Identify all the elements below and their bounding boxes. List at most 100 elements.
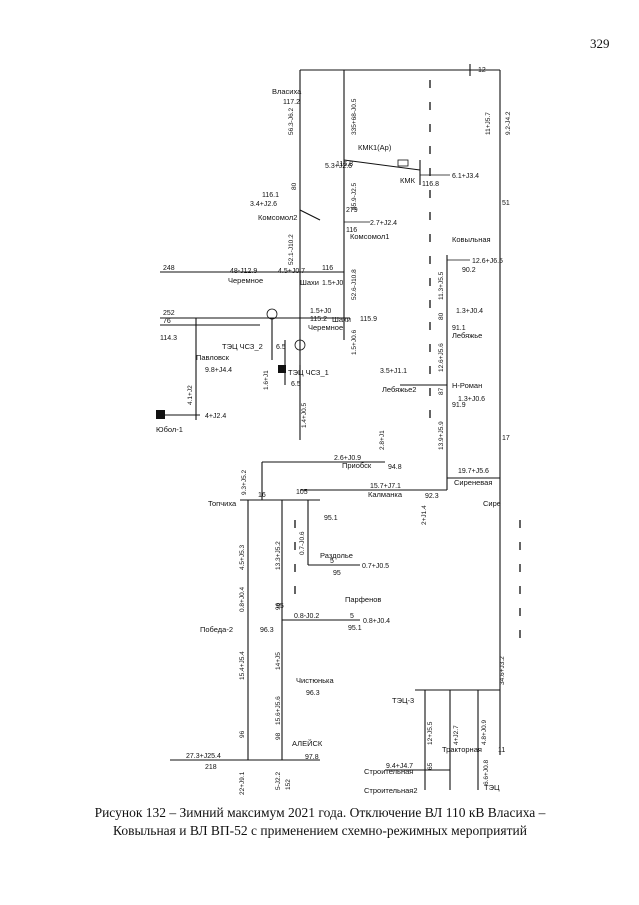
line-flow-labels: 56.3-J6.2 335+68-J0.5 55.9-J2.5 52.1-J10…: [187, 98, 512, 795]
voltage-label: 92.3: [425, 493, 439, 500]
misc-label: 105: [296, 489, 308, 496]
voltage-label: 218: [205, 764, 217, 771]
misc-label: 279: [346, 207, 358, 214]
load-label: 3.5+J1.1: [380, 368, 407, 375]
load-label: 12.6+J6.5: [472, 258, 503, 265]
load-label: 4+J2.4: [205, 413, 226, 420]
misc-label: 96: [239, 730, 246, 738]
station-label: Комсомол2: [258, 213, 297, 222]
flow-label: 56.3-J6.2: [288, 108, 295, 135]
load-label: 9.4+J4.7: [386, 763, 413, 770]
voltage-label: 91.9: [452, 402, 466, 409]
voltage-label: 115.9: [360, 316, 377, 323]
komsomol-branch: [299, 209, 321, 221]
station-label: КМК1(Ар): [358, 143, 392, 152]
flow-label: 9.3+J5.2: [241, 469, 248, 495]
station-label: ТЭЦ: [484, 783, 500, 792]
voltage-label: 96.3: [306, 690, 320, 697]
caption-line-1: Рисунок 132 – Зимний максимум 2021 года.…: [94, 805, 546, 820]
flow-label: 4+J2.7: [453, 725, 460, 745]
station-label: Юбол-1: [156, 425, 183, 434]
flow-label: 4.1+J2: [187, 385, 194, 405]
voltage-label: 116.8: [422, 181, 439, 188]
station-label: Раздолье: [320, 551, 353, 560]
misc-label: 65: [427, 762, 434, 770]
voltage-label: 95: [333, 570, 341, 577]
flow-label: 12.6+J5.6: [438, 343, 445, 372]
load-label: 6.1+J3.4: [452, 173, 479, 180]
station-label: АЛЕЙСК: [292, 739, 323, 748]
flow-label: 15.6+J5.6: [275, 696, 282, 725]
figure-caption: Рисунок 132 – Зимний максимум 2021 года.…: [40, 804, 600, 840]
flow-label: 6.6+J0.8: [483, 759, 490, 785]
flow-label: 0.7-J0.6: [299, 531, 306, 555]
flow-label: 52.1-J10.2: [288, 234, 295, 265]
load-label: 9.8+J4.4: [205, 367, 232, 374]
station-label: Калманка: [368, 490, 403, 499]
station-label: Победа-2: [200, 625, 233, 634]
station-label: ТЭЦ-3: [392, 696, 414, 705]
flow-label: 11+J5.7: [485, 112, 492, 135]
voltage-label: 6.5: [276, 344, 286, 351]
misc-label: 5: [330, 558, 334, 565]
voltage-label: 6.5: [291, 381, 301, 388]
flow-label: 1.5+J0.6: [351, 329, 358, 355]
kmk-branch: [343, 159, 421, 171]
flow-label: 13.9+J5.9: [438, 421, 445, 450]
station-label: Тракторная: [442, 745, 482, 754]
misc-label: 96: [275, 602, 282, 610]
voltage-label: 90.2: [462, 267, 476, 274]
misc-label: 11: [498, 747, 505, 754]
transformer-icon: [294, 339, 306, 351]
station-labels: Власиха 117.2 КМК1(Ар) КМК 116.8 116.8 5…: [156, 67, 510, 795]
load-label: 0.8-J0.2: [294, 613, 319, 620]
transformer-icon: [266, 308, 278, 320]
tets-chs3-1-generator: [278, 365, 286, 373]
load-label: 1.5+J0: [310, 308, 331, 315]
load-label: 1.3+J0.4: [456, 308, 483, 315]
load-label: 4.5+J0.7: [278, 268, 305, 275]
flow-label: 22+J9.1: [239, 771, 246, 795]
flow-label: 52.6-J10.8: [351, 269, 358, 300]
network-diagram: Власиха 117.2 КМК1(Ар) КМК 116.8 116.8 5…: [156, 64, 521, 795]
voltage-label: 117.2: [283, 99, 300, 106]
voltage-label: 116: [346, 227, 357, 234]
flow-label: 2.8+J1: [379, 430, 386, 450]
misc-label: 95: [276, 603, 284, 610]
load-label: 1.5+J0: [322, 280, 343, 287]
station-label: Н-Роман: [452, 381, 482, 390]
voltage-label: 115.2: [310, 316, 327, 323]
flow-label: 4.8+J0.9: [481, 719, 488, 745]
station-label: Шахи: [332, 315, 351, 324]
station-label: Лебяжье2: [382, 385, 416, 394]
station-label: Сиреневая: [454, 478, 492, 487]
flow-label: 34.6+J3.2: [499, 656, 506, 685]
station-label: Строительная: [364, 767, 413, 776]
load-label: 0.8+J0.4: [363, 618, 390, 625]
flow-label: 14+J5: [275, 652, 282, 670]
load-label: 3.4+J2.6: [250, 201, 277, 208]
misc-label: 76: [163, 318, 171, 325]
misc-label: 17: [502, 435, 510, 442]
kmk-reactor-icon: [397, 159, 409, 167]
station-label: Сире: [483, 499, 501, 508]
flow-label: 0.8+J0.4: [239, 586, 246, 612]
flow-label: 1.4+J0.5: [301, 402, 308, 428]
station-label: Лебяжье: [452, 331, 482, 340]
voltage-label: 114.3: [160, 335, 177, 342]
flow-label: 5-J2.2: [275, 772, 282, 790]
misc-label: 80: [438, 312, 445, 320]
flow-label: 4.5+J5.3: [239, 544, 246, 570]
station-label: ТЭЦ ЧСЗ_2: [222, 342, 263, 351]
voltage-label: 96.3: [260, 627, 274, 634]
station-label: Парфенов: [345, 595, 381, 604]
flow-label: 335+68-J0.5: [351, 98, 358, 135]
station-label: Комсомол1: [350, 232, 389, 241]
station-label: Строительная2: [364, 786, 418, 795]
misc-label: 5: [350, 613, 354, 620]
flow-label: 9.2-J4.2: [505, 111, 512, 135]
station-label: Ковыльная: [452, 235, 491, 244]
load-label: 1.3+J0.6: [458, 396, 485, 403]
flow-label: 2+J1.4: [421, 505, 428, 525]
voltage-label: 91.1: [452, 325, 466, 332]
